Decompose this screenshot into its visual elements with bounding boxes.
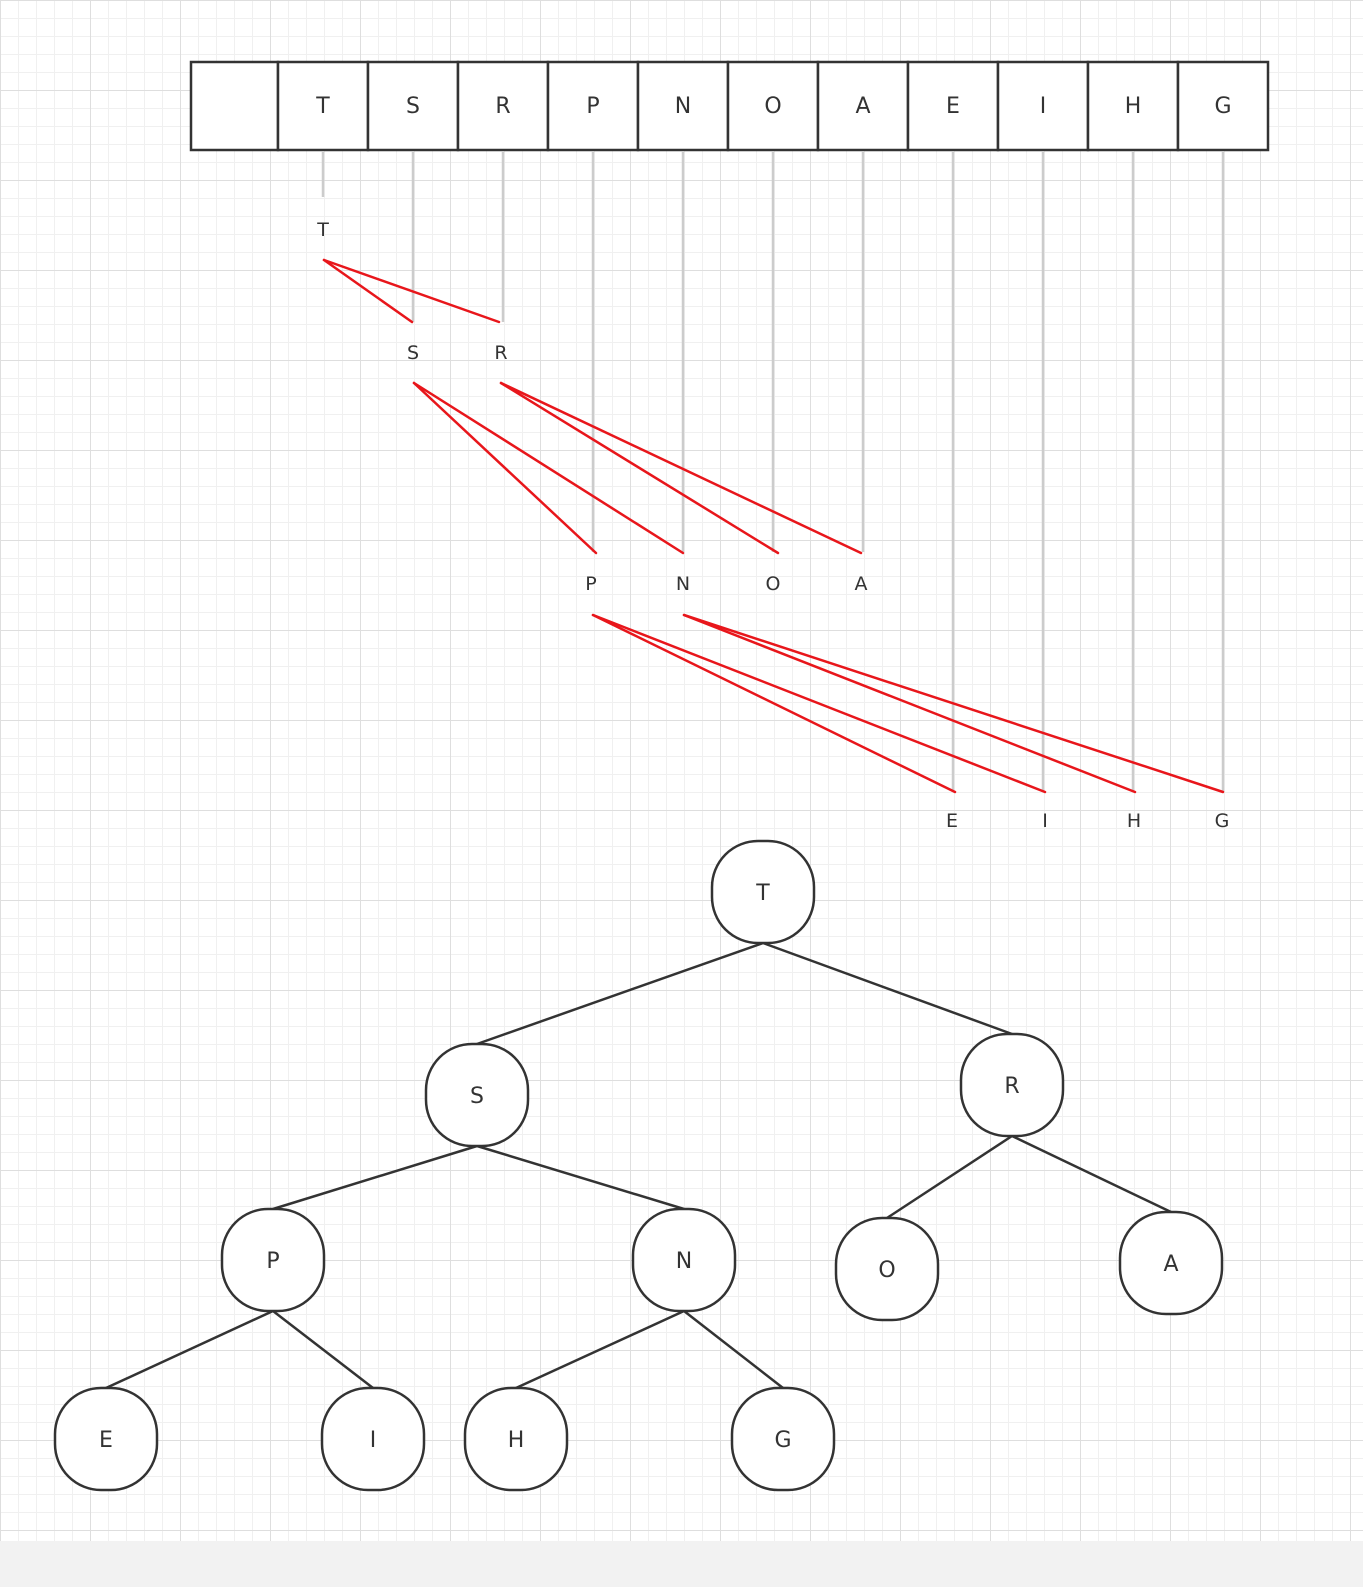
tree-node: [1118, 1210, 1224, 1316]
tree-node: [320, 1386, 426, 1492]
tree-node-label: N: [676, 1249, 692, 1274]
tree-edge: [515, 1309, 685, 1390]
red-edge: [412, 381, 598, 555]
array-cell-label: G: [1214, 94, 1231, 119]
tree-edge: [762, 941, 1013, 1036]
level-label: A: [855, 573, 868, 595]
tree-edge-layer: [105, 941, 1172, 1390]
level-labels-layer: T S R P N O A E I H G: [316, 219, 1229, 832]
tree-node-label: A: [1163, 1252, 1178, 1277]
array-cell: [546, 60, 640, 152]
red-edge: [682, 613, 1225, 794]
tree-node: [834, 1216, 940, 1322]
level-label: N: [676, 573, 690, 595]
red-edge: [682, 613, 1137, 794]
level-label: E: [946, 810, 958, 832]
array-cell: [726, 60, 820, 152]
array-cell-label: E: [946, 94, 960, 119]
level-label: R: [494, 342, 507, 364]
red-edge-layer: [322, 258, 1225, 794]
array-cell: [996, 60, 1090, 152]
level-label: O: [766, 573, 781, 595]
tree-node: [710, 839, 816, 945]
red-edge: [412, 381, 685, 555]
tree-node: [424, 1042, 530, 1148]
red-edge: [499, 381, 863, 555]
array-cell-label: T: [315, 94, 330, 119]
array-cell-label: A: [855, 94, 870, 119]
array-cell: [636, 60, 730, 152]
tree-node: [53, 1386, 159, 1492]
tree-node: [959, 1032, 1065, 1138]
red-edge: [322, 258, 501, 324]
tree-edge: [683, 1310, 784, 1389]
tree-edge: [272, 1310, 374, 1389]
tree-node-label: E: [99, 1428, 113, 1453]
level-label: G: [1215, 810, 1230, 832]
tree-edge: [886, 1134, 1013, 1220]
array-cell: [456, 60, 550, 152]
array-cell-label: P: [586, 94, 599, 119]
array-cell-label: O: [764, 94, 781, 119]
tree-node-label: I: [370, 1428, 377, 1453]
tree-node: [730, 1386, 836, 1492]
red-edge: [322, 258, 414, 324]
array-cell: [906, 60, 1000, 152]
tree-edge: [1011, 1134, 1172, 1214]
level-label: I: [1042, 810, 1048, 832]
array-cell-label: R: [495, 94, 510, 119]
tree-node-label: G: [774, 1428, 791, 1453]
array-cell-label: I: [1040, 94, 1047, 119]
gray-connector-layer: [321, 152, 1225, 792]
bottom-strip: [0, 1541, 1363, 1587]
tree-edge: [105, 1309, 274, 1390]
red-edge: [591, 613, 957, 794]
array-cell: [1176, 60, 1270, 152]
tree-edge: [476, 941, 764, 1046]
tree-node-label: S: [470, 1084, 484, 1109]
tree-node-label: O: [878, 1258, 895, 1283]
tree-node-layer: T S R P N O A E I H G: [53, 839, 1224, 1492]
array-cell-label: N: [675, 94, 691, 119]
tree-node-label: R: [1004, 1074, 1019, 1099]
array-cell: [1086, 60, 1180, 152]
tree-node-label: P: [266, 1249, 279, 1274]
red-edge: [591, 613, 1047, 794]
tree-node-label: H: [508, 1428, 525, 1453]
red-edge: [499, 381, 780, 555]
tree-node: [631, 1207, 737, 1313]
level-label: T: [316, 219, 329, 241]
level-label: S: [407, 342, 419, 364]
tree-node: [220, 1207, 326, 1313]
tree-edge: [476, 1144, 685, 1211]
level-label: H: [1127, 810, 1141, 832]
tree-node: [463, 1386, 569, 1492]
level-label: P: [585, 573, 596, 595]
tree-node-label: T: [755, 881, 770, 906]
array-cell: [189, 60, 280, 152]
tree-edge: [272, 1144, 478, 1211]
array-cell-label: S: [406, 94, 420, 119]
array-cell-label: H: [1125, 94, 1142, 119]
